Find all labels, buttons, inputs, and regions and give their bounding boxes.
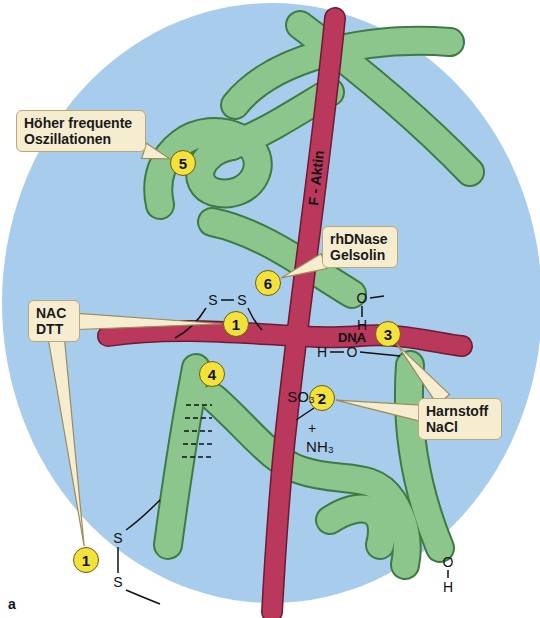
hydroxyl-bond [360, 352, 400, 356]
ionic-link [296, 408, 314, 420]
atom-label: H [443, 580, 453, 594]
callout-leader [397, 345, 450, 405]
side-chain [126, 500, 160, 530]
panel-letter: a [8, 597, 16, 611]
strand-outline [108, 331, 462, 346]
callout-number: 4 [199, 361, 225, 387]
callout-text: 1 [82, 552, 90, 569]
side-chain [126, 590, 160, 604]
red-strand [108, 331, 462, 346]
bond-lines [118, 296, 448, 604]
side-chain [248, 308, 262, 330]
callout-number: 5 [170, 150, 196, 176]
callout-text: 1 [232, 316, 240, 333]
glycoprotein-strands [158, 25, 470, 565]
atom-label: S [237, 293, 246, 307]
strand-outline [272, 18, 335, 612]
label-text: rhDNase Gelsolin [330, 231, 390, 263]
atom-label: O [443, 555, 454, 569]
hydroxyl-bond [370, 296, 384, 298]
callout-number: 3 [375, 321, 401, 347]
atom-label: H [317, 345, 327, 359]
callout-number: 6 [255, 270, 281, 296]
label-box: NAC DTT [28, 300, 80, 342]
label-box: rhDNase Gelsolin [322, 226, 398, 268]
group-label: NH₃ [306, 439, 334, 454]
glycoprotein-outline [330, 509, 382, 545]
atom-label: O [357, 291, 368, 305]
red-strand [272, 18, 335, 612]
callout-text: 3 [384, 326, 392, 343]
hydrophobic-bonds [182, 405, 212, 457]
atom-label: S [113, 531, 122, 545]
disulfide-bond [117, 547, 119, 573]
atom-label: H [357, 318, 367, 332]
glycoprotein-strand [214, 398, 407, 565]
glycoprotein-outline [214, 398, 407, 565]
callout-text: 5 [179, 155, 187, 172]
group-label: SO₃⁻ [287, 389, 323, 404]
callout-text: 6 [264, 275, 272, 292]
callout-number: 1 [73, 547, 99, 573]
label-box: Höher frequente Oszillationen [16, 110, 146, 152]
atom-label: S [208, 293, 217, 307]
disulfide-bond [221, 299, 234, 301]
strand-label: DNA [338, 331, 366, 344]
glycoprotein-strand [330, 509, 382, 545]
label-text: NAC DTT [36, 305, 72, 337]
hydroxyl-bond [361, 306, 363, 317]
atom-label: O [347, 345, 358, 359]
callout-leader [49, 339, 85, 546]
atom-label: S [113, 575, 122, 589]
callout-leader [281, 254, 327, 278]
dna-actin-strands [108, 18, 462, 612]
label-box: Harnstoff NaCl [418, 398, 502, 440]
callout-number: 1 [223, 311, 249, 337]
hydroxyl-bond [447, 570, 449, 578]
label-text: Harnstoff NaCl [426, 403, 494, 435]
callout-leader [336, 400, 421, 421]
callout-leader [78, 313, 222, 329]
label-text: Höher frequente Oszillationen [24, 115, 138, 147]
charge-label: + [308, 421, 316, 435]
callout-text: 4 [208, 366, 216, 383]
hydroxyl-bond [330, 351, 344, 353]
